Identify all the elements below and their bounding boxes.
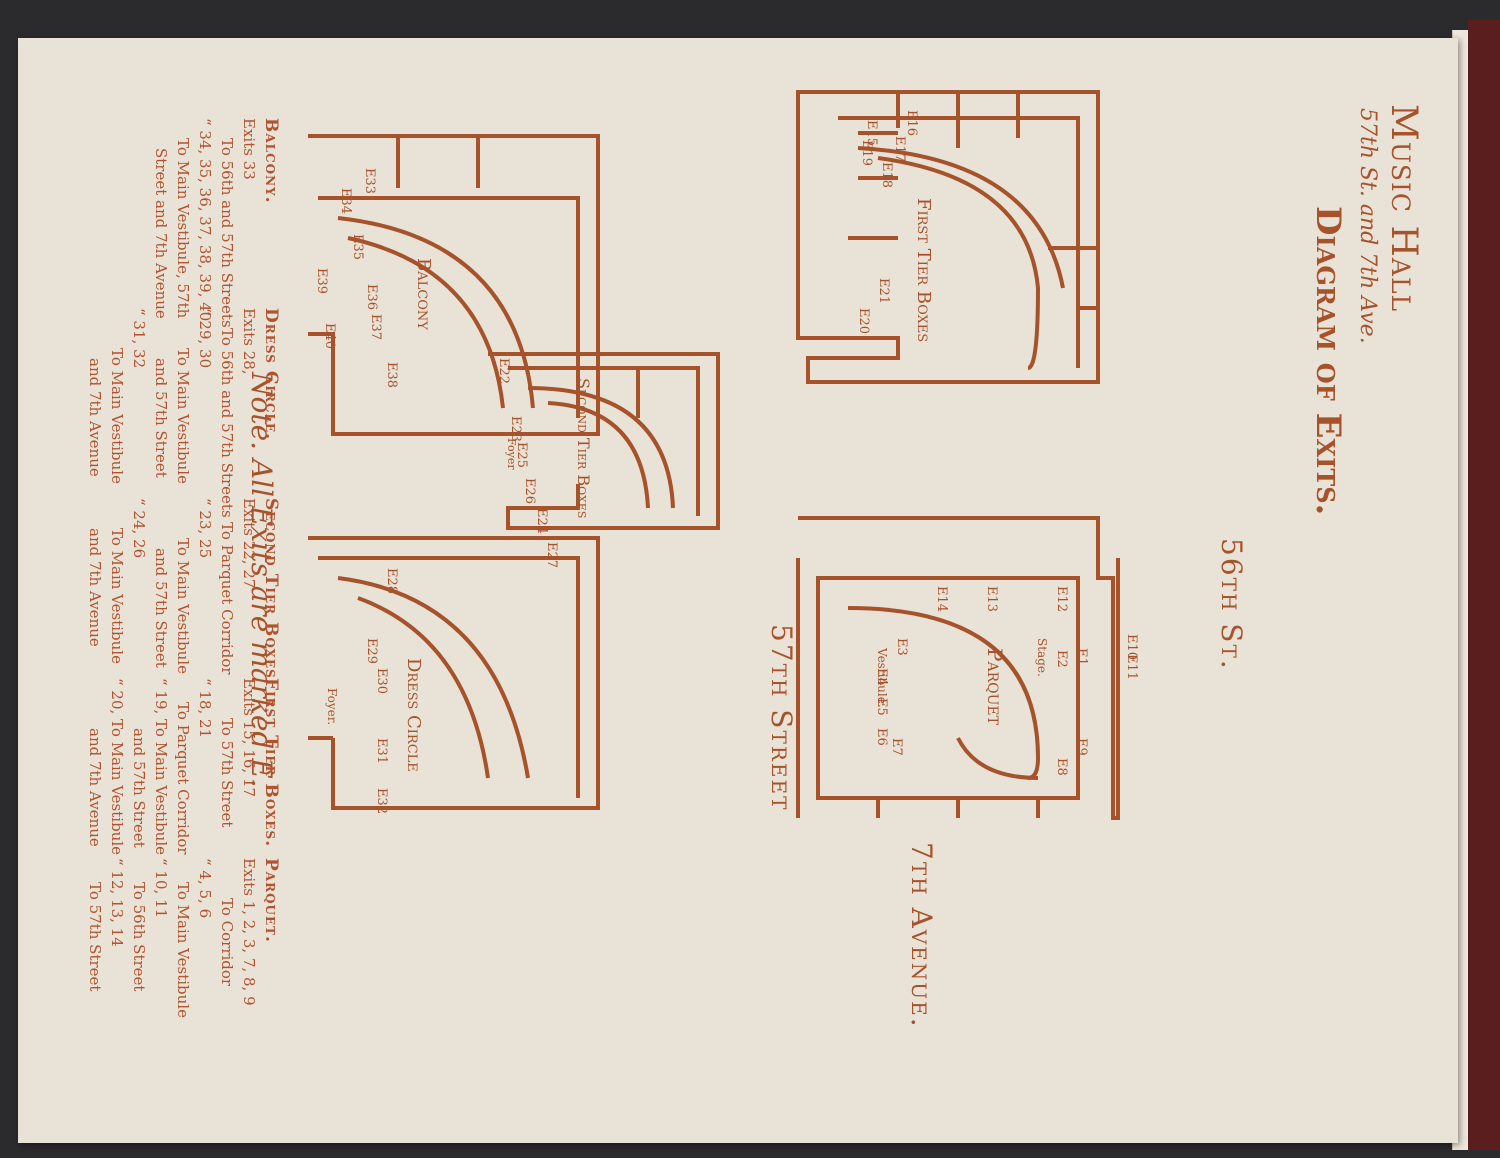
legend-balcony: Balcony. Exits 33 To 56th and 57th Stree… [150, 118, 282, 398]
exit-e37: E37 [368, 314, 383, 340]
dress-circle-label: Dress Circle [403, 658, 424, 772]
balcony-plan [308, 134, 600, 436]
exit-e9: E9 [1074, 738, 1089, 756]
legend-line: Street and 7th Avenue [152, 148, 170, 319]
first-tier-label: First Tier Boxes [913, 198, 934, 342]
book-cover [1468, 20, 1500, 1150]
balcony-label: Balcony [413, 258, 434, 330]
legend-line: Exits 33 [240, 118, 258, 180]
second-tier-label: Second Tier Boxes [574, 378, 593, 518]
stage-label: Stage. [1035, 638, 1049, 677]
legend-balcony-head: Balcony. [261, 118, 281, 204]
exit-e17: E17 [892, 136, 907, 162]
rotated-content: Music Hall 57th St. and 7th Ave. Diagram… [18, 38, 1458, 1138]
legend-line: “ 31, 32 [130, 308, 148, 369]
exit-e30: E30 [374, 668, 389, 694]
dress-circle-plan [308, 536, 600, 810]
exit-e20: E20 [856, 308, 871, 334]
exit-e13: E13 [984, 586, 999, 612]
exit-e39: E39 [314, 268, 329, 294]
first-tier-plan [796, 90, 1100, 384]
exit-e38: E38 [384, 362, 399, 388]
exit-e6: E6 [874, 728, 889, 746]
exit-e32: E32 [374, 788, 389, 814]
parquet-plan [796, 516, 1120, 820]
exit-e36: E36 [364, 284, 379, 310]
exit-e5: E5 [874, 698, 889, 716]
exit-markers: E15 E16 E17 E18 E19 E20 E21 E22 E23 E24 … [314, 110, 1139, 814]
exit-e18: E18 [879, 162, 894, 188]
exit-e2: E2 [1054, 650, 1069, 668]
exit-e12: E12 [1054, 586, 1069, 612]
exit-e11: E11 [1124, 654, 1139, 680]
exit-e21: E21 [876, 278, 891, 304]
exit-e29: E29 [364, 638, 379, 664]
exit-e31: E31 [374, 738, 389, 764]
foyer-label: Foyer. [325, 688, 339, 725]
exit-e35: E35 [350, 234, 365, 260]
exit-e28: E28 [384, 568, 399, 594]
street-57th: 57th Street [765, 624, 798, 812]
second-tier-plan [488, 352, 720, 530]
exit-e10: E10 [1124, 634, 1139, 660]
exit-e14: E14 [934, 586, 949, 612]
exit-e16: E16 [904, 110, 919, 136]
legend-line: To Main Vestibule [108, 348, 126, 484]
exit-e23: E23 [508, 416, 523, 442]
parquet-label: Parquet [983, 648, 1007, 726]
exit-e4: E4 [874, 668, 889, 686]
exit-e27: E27 [544, 542, 559, 568]
exit-e15: E15 [864, 120, 879, 146]
exit-e26: E26 [522, 478, 537, 504]
program-page: Music Hall 57th St. and 7th Ave. Diagram… [18, 38, 1458, 1143]
exit-e25: E25 [514, 442, 529, 468]
exit-e22: E22 [496, 358, 511, 384]
exit-e19: E19 [859, 140, 874, 166]
foyer2-label: Foyer [505, 438, 518, 470]
exit-e34: E34 [338, 188, 353, 214]
legend-line: and 7th Avenue [86, 358, 104, 477]
legend-line: To 56th and 57th Streets [218, 138, 236, 328]
exit-e1: E1 [1074, 648, 1089, 666]
exit-e33: E33 [362, 168, 377, 194]
legend-line: To Main Vestibule, 57th [174, 138, 192, 319]
exit-e40: E40 [322, 323, 337, 349]
floor-plans: First Tier Boxes Second Tier Boxes Balco… [308, 90, 1139, 820]
street-56th: 56th St. [1215, 538, 1248, 671]
exit-e3: E3 [894, 638, 909, 656]
exit-e8: E8 [1054, 758, 1069, 776]
street-7th-ave: 7th Avenue. [905, 842, 938, 1029]
exit-e7: E7 [889, 738, 904, 756]
exit-e24: E24 [534, 508, 549, 534]
legend-line: “ 34, 35, 36, 37, 38, 39, 40 [196, 118, 214, 322]
vestibule-label: Vestibule. [875, 647, 889, 708]
